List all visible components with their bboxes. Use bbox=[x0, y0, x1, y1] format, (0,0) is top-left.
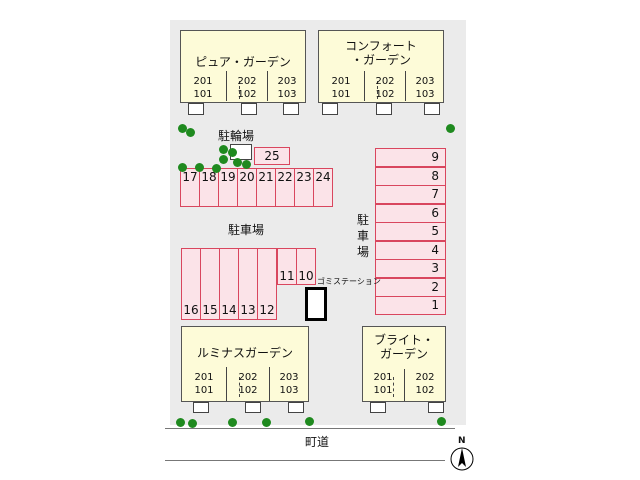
tree-icon bbox=[219, 145, 228, 154]
building-comfort-garden[interactable]: コンフォート ・ガーデン 201 202 203 101 102 103 bbox=[318, 30, 444, 103]
parking-space-5[interactable]: 5 bbox=[375, 222, 446, 241]
tree-icon bbox=[195, 163, 204, 172]
tree-icon bbox=[446, 124, 455, 133]
unit-201: 201 bbox=[373, 372, 393, 383]
unit-102: 102 bbox=[238, 385, 258, 396]
parking-space-14[interactable]: 14 bbox=[219, 248, 239, 320]
parking-space-25[interactable]: 25 bbox=[254, 147, 290, 165]
tree-icon bbox=[178, 163, 187, 172]
parking-space-4[interactable]: 4 bbox=[375, 240, 446, 260]
parking-space-24[interactable]: 24 bbox=[313, 168, 333, 207]
unit-201: 201 bbox=[194, 372, 214, 383]
building-name: ピュア・ガーデン bbox=[195, 55, 291, 69]
building-name: コンフォート ・ガーデン bbox=[345, 39, 417, 67]
parking-space-9[interactable]: 9 bbox=[375, 148, 446, 167]
parking-space-8[interactable]: 8 bbox=[375, 166, 446, 186]
parking-space-16[interactable]: 16 bbox=[181, 248, 201, 320]
tree-icon bbox=[219, 155, 228, 164]
building-name: ルミナスガーデン bbox=[196, 346, 293, 360]
entrance-step bbox=[193, 402, 209, 413]
parking-space-3[interactable]: 3 bbox=[375, 259, 446, 278]
parking-space-18[interactable]: 18 bbox=[199, 168, 219, 207]
tree-icon bbox=[178, 124, 187, 133]
entrance-step bbox=[424, 103, 440, 115]
parking-right-label: 駐 車 場 bbox=[357, 213, 370, 259]
building-name: ブライト・ ガーデン bbox=[373, 333, 434, 361]
unit-103: 103 bbox=[279, 385, 299, 396]
garbage-station[interactable] bbox=[305, 287, 327, 321]
building-bright-garden[interactable]: ブライト・ ガーデン 201 202 101 102 bbox=[362, 326, 446, 402]
entrance-step bbox=[376, 103, 392, 115]
building-pure-garden[interactable]: ピュア・ガーデン 201 202 203 101 102 103 bbox=[180, 30, 306, 103]
entrance-step bbox=[188, 103, 204, 115]
tree-icon bbox=[228, 148, 237, 157]
unit-101: 101 bbox=[194, 385, 214, 396]
entrance-step bbox=[370, 402, 386, 413]
road-label: 町道 bbox=[305, 435, 330, 449]
unit-202: 202 bbox=[237, 76, 257, 87]
parking-space-13[interactable]: 13 bbox=[238, 248, 258, 320]
tree-icon bbox=[212, 164, 221, 173]
unit-102: 102 bbox=[237, 89, 257, 100]
unit-201: 201 bbox=[193, 76, 213, 87]
tree-icon bbox=[186, 128, 195, 137]
unit-103: 103 bbox=[277, 89, 297, 100]
parking-space-21[interactable]: 21 bbox=[256, 168, 276, 207]
unit-202: 202 bbox=[238, 372, 258, 383]
entrance-step bbox=[245, 402, 261, 413]
bicycle-parking-label: 駐輪場 bbox=[218, 129, 255, 143]
parking-space-6[interactable]: 6 bbox=[375, 203, 446, 223]
parking-space-20[interactable]: 20 bbox=[237, 168, 257, 207]
parking-space-1[interactable]: 1 bbox=[375, 296, 446, 315]
parking-space-7[interactable]: 7 bbox=[375, 185, 446, 204]
parking-space-10[interactable]: 10 bbox=[296, 248, 316, 285]
garbage-station-label: ゴミステーション bbox=[317, 277, 381, 286]
parking-space-17[interactable]: 17 bbox=[180, 168, 200, 207]
entrance-step bbox=[241, 103, 257, 115]
unit-202: 202 bbox=[415, 372, 435, 383]
tree-icon bbox=[228, 418, 237, 427]
unit-101: 101 bbox=[373, 385, 393, 396]
tree-icon bbox=[176, 418, 185, 427]
parking-space-11[interactable]: 11 bbox=[277, 248, 297, 285]
tree-icon bbox=[437, 417, 446, 426]
tree-icon bbox=[305, 417, 314, 426]
entrance-step bbox=[322, 103, 338, 115]
tree-icon bbox=[188, 419, 197, 428]
tree-icon bbox=[233, 158, 242, 167]
north-arrow-icon: N bbox=[448, 436, 476, 474]
tree-icon bbox=[242, 160, 251, 169]
unit-201: 201 bbox=[331, 76, 351, 87]
parking-space-19[interactable]: 19 bbox=[218, 168, 238, 207]
unit-102: 102 bbox=[375, 89, 395, 100]
entrance-step bbox=[283, 103, 299, 115]
parking-space-12[interactable]: 12 bbox=[257, 248, 277, 320]
entrance-step bbox=[428, 402, 444, 413]
unit-203: 203 bbox=[279, 372, 299, 383]
parking-space-22[interactable]: 22 bbox=[275, 168, 295, 207]
unit-102: 102 bbox=[415, 385, 435, 396]
unit-103: 103 bbox=[415, 89, 435, 100]
building-lumina-garden[interactable]: ルミナスガーデン 201 202 203 101 102 103 bbox=[181, 326, 309, 402]
entrance-step bbox=[288, 402, 304, 413]
unit-101: 101 bbox=[193, 89, 213, 100]
unit-203: 203 bbox=[415, 76, 435, 87]
unit-101: 101 bbox=[331, 89, 351, 100]
road-edge-bottom bbox=[165, 460, 445, 461]
unit-202: 202 bbox=[375, 76, 395, 87]
tree-icon bbox=[262, 418, 271, 427]
parking-space-2[interactable]: 2 bbox=[375, 277, 446, 297]
parking-space-15[interactable]: 15 bbox=[200, 248, 220, 320]
unit-203: 203 bbox=[277, 76, 297, 87]
parking-main-label: 駐車場 bbox=[228, 223, 265, 237]
road-edge-top bbox=[165, 428, 455, 429]
parking-space-23[interactable]: 23 bbox=[294, 168, 314, 207]
